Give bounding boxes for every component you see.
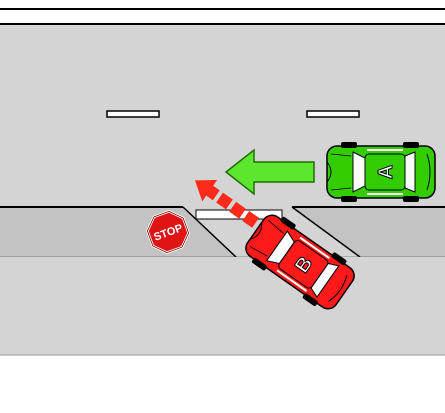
vehicle-b: B: [245, 214, 355, 310]
stop-sign: STOP: [146, 210, 190, 254]
driveway-edge-left: [182, 206, 237, 258]
vehicle-a-arrow: [224, 148, 315, 196]
vehicle-b-arrow: [194, 180, 260, 228]
driveway-edge-right: [291, 206, 361, 258]
vehicle-a-label: A: [375, 165, 397, 179]
vehicle-a: A: [326, 142, 436, 202]
lane-dash: [106, 110, 160, 118]
lower-lot: [0, 257, 445, 355]
lane-dash: [306, 110, 360, 118]
